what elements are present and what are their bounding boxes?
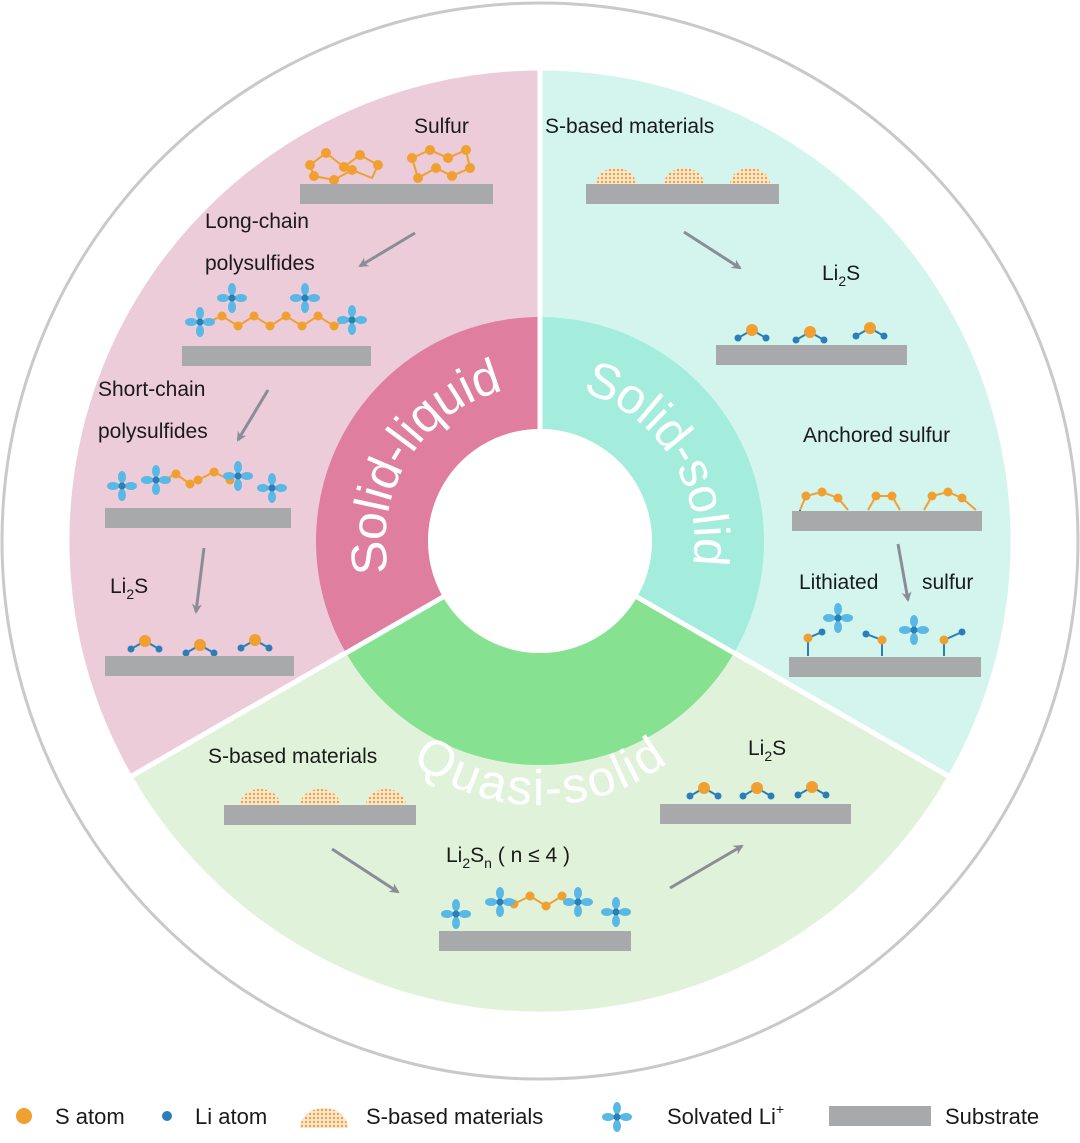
label-li2sn: Li2Sn ( n ≤ 4 ) <box>446 844 570 871</box>
substrate <box>300 184 493 204</box>
substrate <box>586 184 779 204</box>
substrate <box>789 657 981 677</box>
s-based-material-blob <box>730 168 770 184</box>
solid-liquid-content: Sulfur Long-chain polysulfides <box>98 115 493 676</box>
li2sn-polysulfide <box>439 885 633 931</box>
substrate <box>660 804 851 824</box>
label-long-chain-2: polysulfides <box>205 252 315 275</box>
label-li2s-qs: Li2S <box>748 737 786 764</box>
substrate <box>105 656 294 676</box>
sulfur-ring-2 <box>407 145 475 183</box>
substrate <box>792 511 982 531</box>
arrow <box>331 847 400 894</box>
arrow <box>896 543 912 602</box>
substrate <box>439 931 631 951</box>
s-based-material-blob <box>366 789 406 805</box>
legend-substrate-marker <box>829 1106 931 1126</box>
s-based-material-blob <box>240 789 280 805</box>
legend-substrate: Substrate <box>945 1104 1039 1129</box>
legend-s-atom: S atom <box>55 1104 125 1129</box>
label-anchored: Anchored sulfur <box>803 424 950 447</box>
label-s-based-ss: S-based materials <box>545 115 714 138</box>
legend-solvated-marker <box>600 1100 634 1134</box>
label-long-chain-1: Long-chain <box>205 210 309 233</box>
substrate <box>182 346 371 366</box>
sector-quasi-solid <box>126 538 954 1017</box>
arrow <box>683 230 742 270</box>
solid-solid-content: S-based materials Li2S Anchored sulfur L… <box>545 115 982 677</box>
substrate <box>224 805 416 825</box>
short-chain-polysulfide <box>105 459 289 505</box>
substrate <box>716 345 907 365</box>
label-lithiated-1: Lithiated <box>799 571 878 594</box>
label-li2s-sl: Li2S <box>110 575 148 602</box>
legend-li-atom: Li atom <box>195 1104 267 1129</box>
sulfur-ring-1 <box>305 148 383 185</box>
s-based-material-blob <box>300 789 340 805</box>
label-short-chain-2: polysulfides <box>98 420 208 443</box>
s-based-material-blob <box>596 168 636 184</box>
legend-s-atom-marker <box>16 1108 32 1124</box>
legend-solvated: Solvated Li+ <box>667 1101 784 1129</box>
quasi-solid-content: S-based materials Li2Sn ( n ≤ 4 ) Li2S <box>208 737 851 951</box>
anchored-sulfur <box>799 487 977 512</box>
ring-quasi-solid <box>346 597 734 766</box>
legend: S atom Li atom S-based materials Solvate… <box>16 1100 1039 1134</box>
legend-s-based-marker <box>300 1108 348 1128</box>
arrow <box>669 844 744 890</box>
ring-solid-solid <box>540 317 765 653</box>
legend-li-atom-marker <box>162 1111 172 1121</box>
ring-solid-liquid <box>315 317 540 653</box>
s-based-material-blob <box>664 168 704 184</box>
arrow <box>192 547 206 614</box>
lithiated-sulfur <box>803 601 966 656</box>
center-hole <box>428 429 652 653</box>
label-lithiated-2: sulfur <box>922 571 973 594</box>
label-li2s-ss: Li2S <box>822 262 860 289</box>
arrow <box>236 389 270 442</box>
long-chain-polysulfide <box>183 281 369 339</box>
arrow <box>358 231 416 268</box>
label-s-based-qs: S-based materials <box>208 745 377 768</box>
legend-s-based: S-based materials <box>366 1104 543 1129</box>
label-sulfur: Sulfur <box>414 115 469 138</box>
substrate <box>105 508 291 528</box>
label-short-chain-1: Short-chain <box>98 378 205 401</box>
